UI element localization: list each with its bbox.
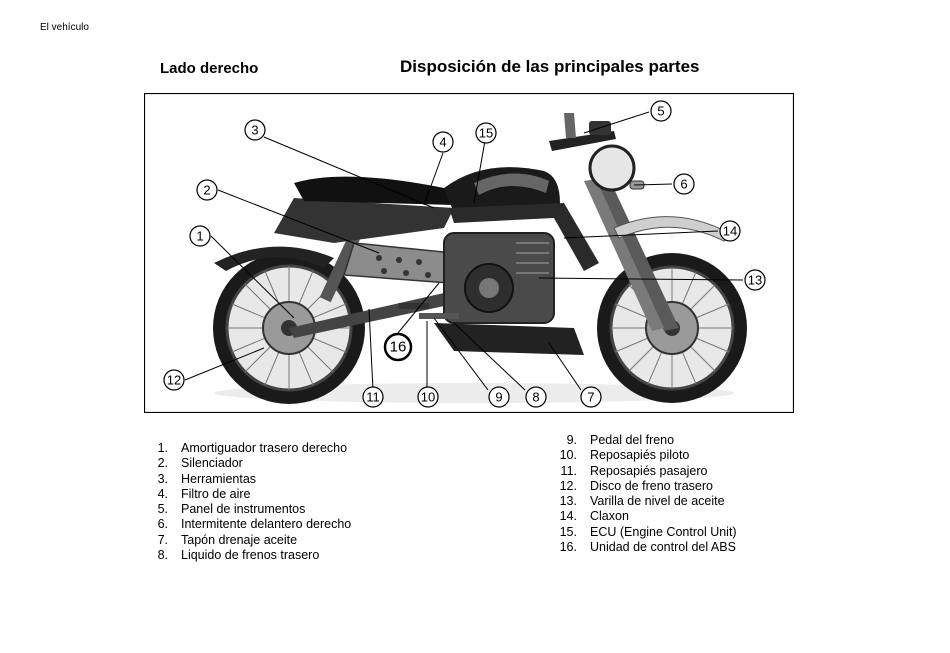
svg-text:13: 13	[748, 273, 762, 288]
ground-shadow	[214, 383, 734, 403]
callout-5: 5	[650, 100, 672, 122]
side-label: Lado derecho	[160, 60, 259, 77]
list-item: 3.Herramientas	[157, 471, 257, 486]
callout-4: 4	[432, 131, 454, 153]
motorcycle-illustration	[213, 113, 747, 404]
svg-text:10: 10	[421, 390, 435, 405]
callout-1: 1	[189, 225, 211, 247]
callout-12: 12	[163, 369, 185, 391]
callout-2: 2	[196, 179, 218, 201]
list-item: 6.Intermitente delantero derecho	[157, 517, 352, 532]
svg-text:6: 6	[680, 177, 687, 192]
callout-13: 13	[744, 269, 766, 291]
motorcycle-diagram: 1 2 3 4 5 6 7 8 9 10 11 12 13 14 15 16	[144, 93, 794, 413]
list-item: 2.Silenciador	[157, 456, 243, 471]
motorcycle-figure: 1 2 3 4 5 6 7 8 9 10 11 12 13 14 15 16	[144, 93, 794, 413]
callout-8: 8	[525, 386, 547, 408]
svg-text:8: 8	[532, 390, 539, 405]
svg-text:12: 12	[167, 373, 181, 388]
list-item: 15.ECU (Engine Control Unit)	[559, 524, 737, 539]
list-item: 1.Amortiguador trasero derecho	[157, 441, 348, 455]
svg-text:5: 5	[657, 104, 664, 119]
callout-16: 16	[383, 332, 413, 362]
callout-7: 7	[580, 386, 602, 408]
list-item: 10.Reposapiés piloto	[559, 448, 690, 463]
page-title: Disposición de las principales partes	[400, 57, 700, 76]
callout-3: 3	[244, 119, 266, 141]
leader-lines	[184, 111, 744, 391]
list-item: 13.Varilla de nivel de aceite	[559, 494, 725, 509]
svg-text:15: 15	[479, 126, 493, 141]
svg-text:3: 3	[251, 123, 258, 138]
callout-9: 9	[488, 386, 510, 408]
seat	[294, 176, 454, 205]
svg-text:7: 7	[587, 390, 594, 405]
list-item: 14.Claxon	[559, 509, 629, 524]
list-item: 8.Liquido de frenos trasero	[157, 548, 320, 563]
callout-15: 15	[475, 122, 497, 144]
running-header: El vehículo	[40, 22, 89, 33]
svg-text:16: 16	[390, 339, 407, 356]
parts-list-right: 9.Pedal del freno 10.Reposapiés piloto 1…	[555, 433, 737, 555]
svg-text:4: 4	[439, 135, 446, 150]
list-item: 5.Panel de instrumentos	[157, 502, 306, 517]
list-item: 11.Reposapiés pasajero	[560, 463, 708, 478]
callout-10: 10	[417, 386, 439, 408]
callout-6: 6	[673, 173, 695, 195]
svg-text:2: 2	[203, 183, 210, 198]
parts-list-left: 1.Amortiguador trasero derecho 2.Silenci…	[150, 441, 352, 563]
list-item: 16.Unidad de control del ABS	[559, 540, 736, 555]
callout-14: 14	[719, 220, 741, 242]
list-item: 7.Tapón drenaje aceite	[157, 532, 298, 547]
headlight	[588, 144, 636, 192]
callout-11: 11	[362, 386, 384, 408]
svg-text:14: 14	[723, 224, 737, 239]
list-item: 12.Disco de freno trasero	[559, 478, 713, 493]
svg-text:9: 9	[495, 390, 502, 405]
svg-text:11: 11	[366, 390, 380, 405]
list-item: 9.Pedal del freno	[566, 433, 675, 447]
list-item: 4.Filtro de aire	[157, 486, 251, 501]
svg-text:1: 1	[196, 229, 203, 244]
